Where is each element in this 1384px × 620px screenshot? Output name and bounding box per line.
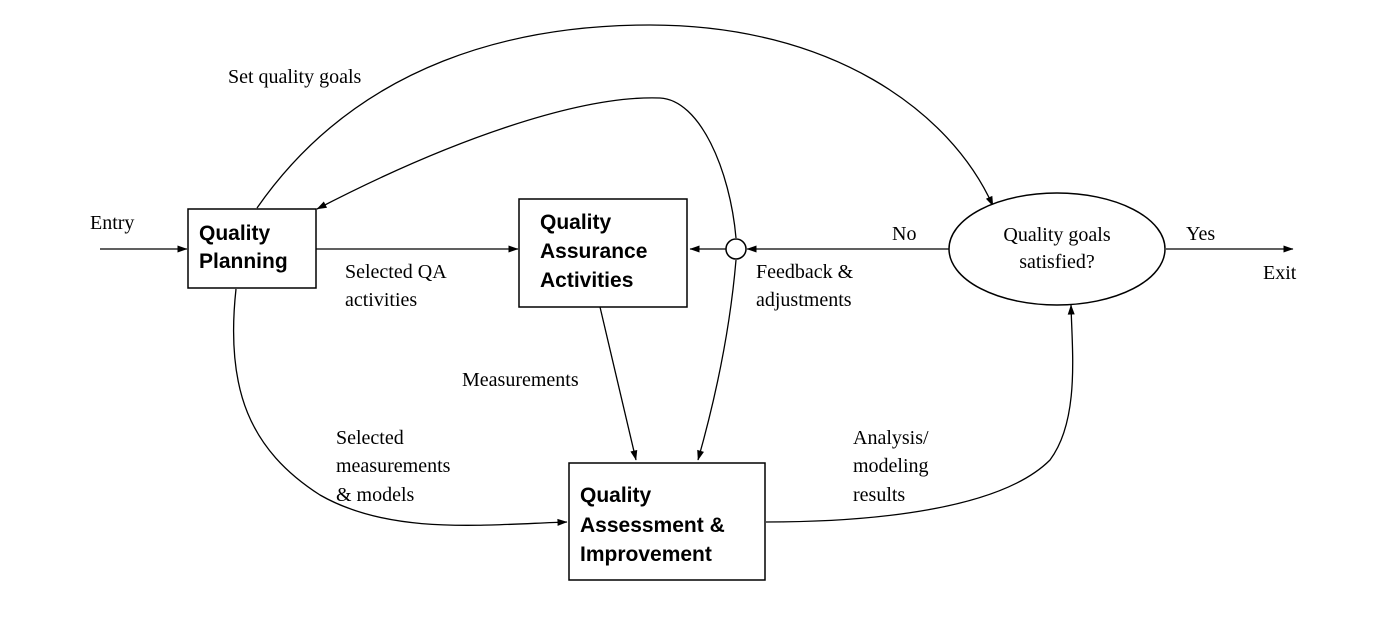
node-quality-goals-decision: Quality goals satisfied? [948, 192, 1166, 306]
decision-label-line: Quality goals [1003, 224, 1110, 246]
edge-measurements [599, 306, 638, 461]
node-label-line: Assessment & [580, 514, 725, 537]
svg-text:Activities: Activities [540, 269, 633, 292]
node-quality-assessment-improvement: Quality Assessment & Improvement [568, 462, 766, 581]
label-exit: Exit [1263, 262, 1297, 284]
svg-text:Assurance: Assurance [540, 240, 647, 263]
decision-label-line: satisfied? [1019, 251, 1095, 273]
label-feedback-adjustments: Feedback & adjustments [756, 261, 858, 311]
edge-analysis-results [765, 304, 1075, 523]
feedback-junction [725, 238, 747, 260]
node-label-line: Assurance [540, 240, 647, 263]
label-selected-measurements-models: Selected measurements & models [336, 427, 455, 506]
node-quality-planning: Quality Planning [187, 208, 317, 289]
edge-set-quality-goals [256, 24, 994, 209]
svg-text:Quality: Quality [540, 211, 612, 234]
label-analysis-modeling-results: Analysis/ modeling results [853, 427, 934, 506]
label-set-quality-goals: Set quality goals [228, 66, 362, 88]
node-label-line: Activities [540, 269, 633, 292]
svg-text:Quality goals: Quality goals [1003, 224, 1110, 246]
label-measurements: Measurements [462, 369, 579, 391]
node-quality-assurance-activities: Quality Assurance Activities [518, 198, 688, 308]
svg-text:Improvement: Improvement [580, 543, 712, 566]
edge-feedback-to-planning [316, 97, 737, 239]
svg-text:Quality: Quality [580, 484, 652, 507]
svg-text:satisfied?: satisfied? [1019, 251, 1095, 273]
node-label-line: Quality [580, 484, 652, 507]
edge-selected-measurements [232, 288, 568, 526]
label-yes: Yes [1186, 223, 1215, 245]
node-label-line: Planning [199, 250, 288, 273]
node-label-line: Quality [540, 211, 612, 234]
node-label-line: Improvement [580, 543, 712, 566]
node-label-line: Quality [199, 222, 271, 245]
svg-text:Planning: Planning [199, 250, 288, 273]
label-no: No [892, 223, 916, 245]
edge-feedback-to-assessment [697, 259, 737, 461]
svg-text:Quality: Quality [199, 222, 271, 245]
svg-text:Assessment &: Assessment & [580, 514, 725, 537]
label-entry: Entry [90, 212, 134, 234]
label-selected-qa-activities: Selected QA activities [345, 261, 451, 311]
